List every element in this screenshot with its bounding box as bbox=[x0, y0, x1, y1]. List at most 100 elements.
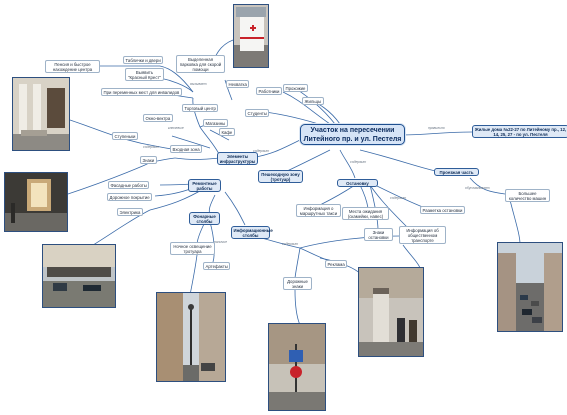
node-label: Разметка остановки bbox=[422, 207, 463, 213]
roadway-traffic-photo-art bbox=[498, 243, 562, 331]
node-label: Информационные столбы bbox=[233, 227, 273, 238]
topic-street-lights[interactable]: Фонарные столбы bbox=[189, 212, 220, 225]
node-label: Студенты bbox=[247, 110, 267, 116]
photo-entrance bbox=[12, 77, 70, 151]
edge bbox=[282, 91, 331, 125]
edge bbox=[189, 254, 198, 296]
node-cafe[interactable]: Кафе bbox=[219, 128, 235, 136]
node-label: Пенсия и быстрое нахождение центра bbox=[52, 61, 93, 72]
node-label: Информация об общественном транспорте bbox=[406, 227, 439, 243]
node-signs[interactable]: Таблички и двери bbox=[123, 56, 164, 64]
edge bbox=[399, 131, 473, 136]
central-topic[interactable]: Участок на пересечении Литейного пр. и у… bbox=[300, 124, 405, 145]
road-signs-photo-art bbox=[269, 324, 325, 410]
edge bbox=[64, 164, 146, 196]
edge bbox=[284, 149, 331, 173]
shopfront-photo-art bbox=[5, 173, 67, 231]
node-ads[interactable]: Реклама bbox=[325, 260, 348, 268]
node-label: Ступеньки bbox=[114, 133, 136, 139]
node-entry[interactable]: Входная зона bbox=[170, 145, 203, 153]
node-label: Проезжая часть bbox=[439, 169, 474, 175]
node-label: Остановку bbox=[346, 180, 369, 186]
topic-info-pillars[interactable]: Информационные столбы bbox=[231, 226, 273, 239]
node-label: Фонарные столбы bbox=[193, 213, 216, 224]
relation-label: содержит bbox=[390, 196, 407, 200]
node-stop-sign[interactable]: Знаки остановки bbox=[364, 228, 393, 241]
node-markings[interactable]: Разметка остановки bbox=[420, 206, 465, 214]
edge bbox=[159, 65, 194, 93]
node-facades[interactable]: Фасадные работы bbox=[108, 181, 150, 189]
node-students[interactable]: Студенты bbox=[245, 109, 270, 117]
entrance-photo-art bbox=[13, 78, 69, 150]
node-label: Входная зона bbox=[172, 146, 200, 152]
node-pavement[interactable]: Дорожное покрытие bbox=[107, 193, 153, 201]
node-workers[interactable]: Работники bbox=[256, 87, 282, 95]
node-hidden[interactable]: Выявить "Красный Крест" bbox=[125, 68, 164, 81]
node-shops[interactable]: Магазины bbox=[203, 119, 228, 127]
edge bbox=[199, 126, 221, 157]
node-residents[interactable]: Жильцы bbox=[302, 97, 324, 105]
photo-roadway-traffic bbox=[497, 242, 563, 332]
topic-crossing[interactable]: Пешеходную зону (тротуар) bbox=[258, 170, 303, 183]
node-label: Нехватка bbox=[228, 81, 247, 87]
topic-roadway[interactable]: Проезжая часть bbox=[434, 168, 479, 176]
node-lack[interactable]: Нехватка bbox=[226, 80, 250, 88]
edge bbox=[509, 199, 521, 245]
right-topic-label: Жилые дома №22-27 по Литейному пр., 12, … bbox=[474, 126, 567, 137]
central-topic-label: Участок на пересечении Литейного пр. и у… bbox=[303, 126, 402, 143]
node-label: Окно-вектра bbox=[145, 115, 171, 121]
node-road-signs[interactable]: Дорожные знаки bbox=[283, 277, 312, 290]
node-label: Торговый центр bbox=[184, 105, 216, 111]
street-repair-photo-art bbox=[43, 245, 115, 307]
edge bbox=[224, 191, 246, 226]
node-label: Фасадные работы bbox=[110, 182, 147, 188]
node-shop-center[interactable]: Торговый центр bbox=[182, 104, 219, 112]
node-transport-info[interactable]: Информация об общественном транспорте bbox=[399, 226, 446, 244]
photo-advertising-pillar bbox=[358, 267, 424, 357]
topic-stop[interactable]: Остановку bbox=[337, 179, 378, 187]
photo-road-signs bbox=[268, 323, 326, 411]
node-label: Таблички и двери bbox=[125, 57, 161, 63]
node-label: Пешеходную зону (тротуар) bbox=[261, 171, 300, 182]
node-more-cars[interactable]: Большее количество машин bbox=[505, 189, 550, 202]
node-wait-place[interactable]: Места ожидания (скамейки, навес) bbox=[342, 207, 389, 220]
node-label: Дорожное покрытие bbox=[109, 194, 150, 200]
node-passersby[interactable]: Прохожие bbox=[283, 84, 308, 92]
node-label: Артефакты bbox=[205, 263, 228, 269]
edge bbox=[209, 129, 230, 141]
node-electric[interactable]: Электрика bbox=[117, 208, 143, 216]
node-label: Знаки остановки bbox=[368, 229, 389, 240]
edge bbox=[294, 289, 301, 326]
right-topic[interactable]: Жилые дома №22-27 по Литейному пр., 12, … bbox=[472, 125, 567, 139]
topic-repair[interactable]: Ремонтные работы bbox=[188, 179, 221, 192]
relation-label: содержит bbox=[282, 242, 299, 246]
node-artifacts[interactable]: Артефакты bbox=[203, 262, 231, 270]
edge bbox=[224, 79, 233, 101]
node-label: Ремонтные работы bbox=[192, 180, 217, 191]
edge bbox=[319, 184, 356, 206]
edge bbox=[69, 119, 156, 147]
node-route-info[interactable]: Информация о маршрутных такси bbox=[296, 204, 341, 217]
node-transfers[interactable]: При переменных мест для инвалидов bbox=[101, 88, 182, 96]
edge bbox=[294, 87, 336, 125]
node-label: Жильцы bbox=[304, 98, 322, 104]
edge bbox=[192, 97, 201, 128]
node-night[interactable]: Ночное освещение тротуара bbox=[170, 242, 215, 255]
node-label: Знаки bbox=[142, 157, 155, 163]
node-label: Дорожные знаки bbox=[287, 278, 308, 289]
node-foreigners[interactable]: Пенсия и быстрое нахождение центра bbox=[45, 60, 100, 73]
edge bbox=[339, 149, 356, 179]
edge bbox=[359, 149, 441, 173]
topic-infrastructure[interactable]: Элементы инфраструктуры bbox=[217, 152, 258, 165]
node-passage[interactable]: Выделенная парковка для скорой помощи bbox=[176, 55, 225, 73]
node-label: Реклама bbox=[327, 261, 345, 267]
advertising-pillar-photo-art bbox=[359, 268, 423, 356]
node-label: Прохожие bbox=[285, 85, 306, 91]
node-label: Элементы инфраструктуры bbox=[219, 153, 256, 164]
edge bbox=[294, 247, 301, 279]
node-sign[interactable]: Знаки bbox=[140, 156, 157, 164]
street-lamp-photo-art bbox=[157, 293, 225, 381]
node-optician[interactable]: Окно-вектра bbox=[143, 114, 173, 122]
node-steps[interactable]: Ступеньки bbox=[112, 132, 138, 140]
